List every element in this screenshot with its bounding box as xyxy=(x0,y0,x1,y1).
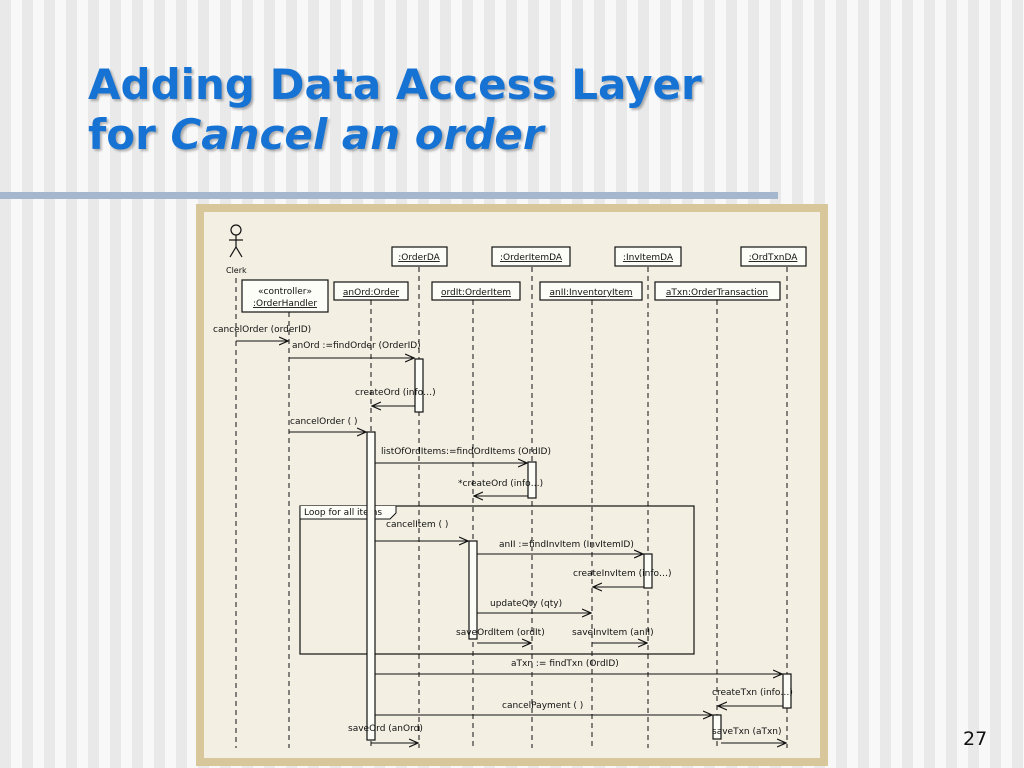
msg-label-1: anOrd :=findOrder (OrderID) xyxy=(292,341,421,351)
title-line-2-italic: Cancel an order xyxy=(170,110,544,159)
sequence-diagram: Clerk «controller» xyxy=(204,212,820,758)
participant-atxn-box xyxy=(654,281,781,301)
participant-anord-box xyxy=(333,281,409,301)
participant-orderhandler-stereotype: «controller» xyxy=(258,287,312,297)
msg-label-8: createInvItem (info…) xyxy=(573,569,672,579)
activation-ordtxnda-1 xyxy=(782,673,792,709)
msg-label-4: listOfOrdItems:=findOrdItems (OrdID) xyxy=(381,447,551,457)
title-divider xyxy=(0,192,778,199)
participant-atxn-label: aTxn:OrderTransaction xyxy=(666,288,768,298)
participant-ordtxnda-box xyxy=(740,246,807,267)
activation-orderitemda-1 xyxy=(527,461,537,499)
msg-label-9: updateQty (qty) xyxy=(490,599,562,609)
participant-ordtxnda-label: :OrdTxnDA xyxy=(749,253,799,263)
msg-label-10: saveOrdItem (ordIt) xyxy=(456,628,545,638)
participant-anii-box xyxy=(539,281,643,301)
title-line-2-plain: for xyxy=(88,110,171,159)
msg-label-2: createOrd (info…) xyxy=(355,388,436,398)
msg-label-3: cancelOrder ( ) xyxy=(290,417,357,427)
msg-label-11: saveInvItem (anII) xyxy=(572,628,654,638)
stick-figure-icon xyxy=(229,224,243,258)
loop-label: Loop for all items xyxy=(304,508,382,518)
msg-label-7: anII :=findInvItem (InvItemID) xyxy=(499,540,634,550)
msg-label-16: saveTxn (aTxn) xyxy=(712,727,782,737)
participant-orderitemda-box xyxy=(491,246,571,267)
msg-label-12: aTxn := findTxn (OrdID) xyxy=(511,659,619,669)
msg-label-0: cancelOrder (orderID) xyxy=(213,325,311,335)
lifelines xyxy=(235,267,788,748)
sequence-diagram-svg: Clerk «controller» xyxy=(213,224,807,748)
participant-anord-label: anOrd:Order xyxy=(343,288,399,298)
activation-invitemda-1 xyxy=(643,553,653,589)
participant-orderitemda-label: :OrderItemDA xyxy=(500,253,563,263)
msg-label-15: saveOrd (anOrd) xyxy=(348,724,423,734)
msg-label-6: cancelItem ( ) xyxy=(386,520,448,530)
title-line-1: Adding Data Access Layer xyxy=(88,60,702,109)
clerk-actor: Clerk xyxy=(226,224,247,275)
participant-orditem-box xyxy=(431,281,521,301)
message-arrows xyxy=(236,341,786,743)
participant-orderhandler-label: :OrderHandler xyxy=(253,299,317,309)
participant-orderda-label: :OrderDA xyxy=(398,253,440,263)
loop-frame xyxy=(299,505,695,655)
slide-title: Adding Data Access Layer for Cancel an o… xyxy=(88,60,702,160)
participant-anii-label: anII:InventoryItem xyxy=(549,288,632,298)
activation-atxn-1 xyxy=(712,714,722,740)
actor-label: Clerk xyxy=(226,266,247,275)
activation-orditem-1 xyxy=(468,540,478,640)
msg-label-13: createTxn (info…) xyxy=(712,688,793,698)
participant-invitemda-box xyxy=(614,246,682,267)
page-number: 27 xyxy=(963,728,988,750)
participant-orderhandler-box xyxy=(241,279,329,313)
msg-label-5: *createOrd (info…) xyxy=(458,479,543,489)
msg-label-14: cancelPayment ( ) xyxy=(502,701,583,711)
participant-orditem-label: ordIt:OrderItem xyxy=(441,288,511,298)
participant-invitemda-label: :InvItemDA xyxy=(623,253,674,263)
activation-orderda-1 xyxy=(414,358,424,413)
activation-anord-main xyxy=(366,431,376,741)
participant-orderda-box xyxy=(391,246,448,267)
